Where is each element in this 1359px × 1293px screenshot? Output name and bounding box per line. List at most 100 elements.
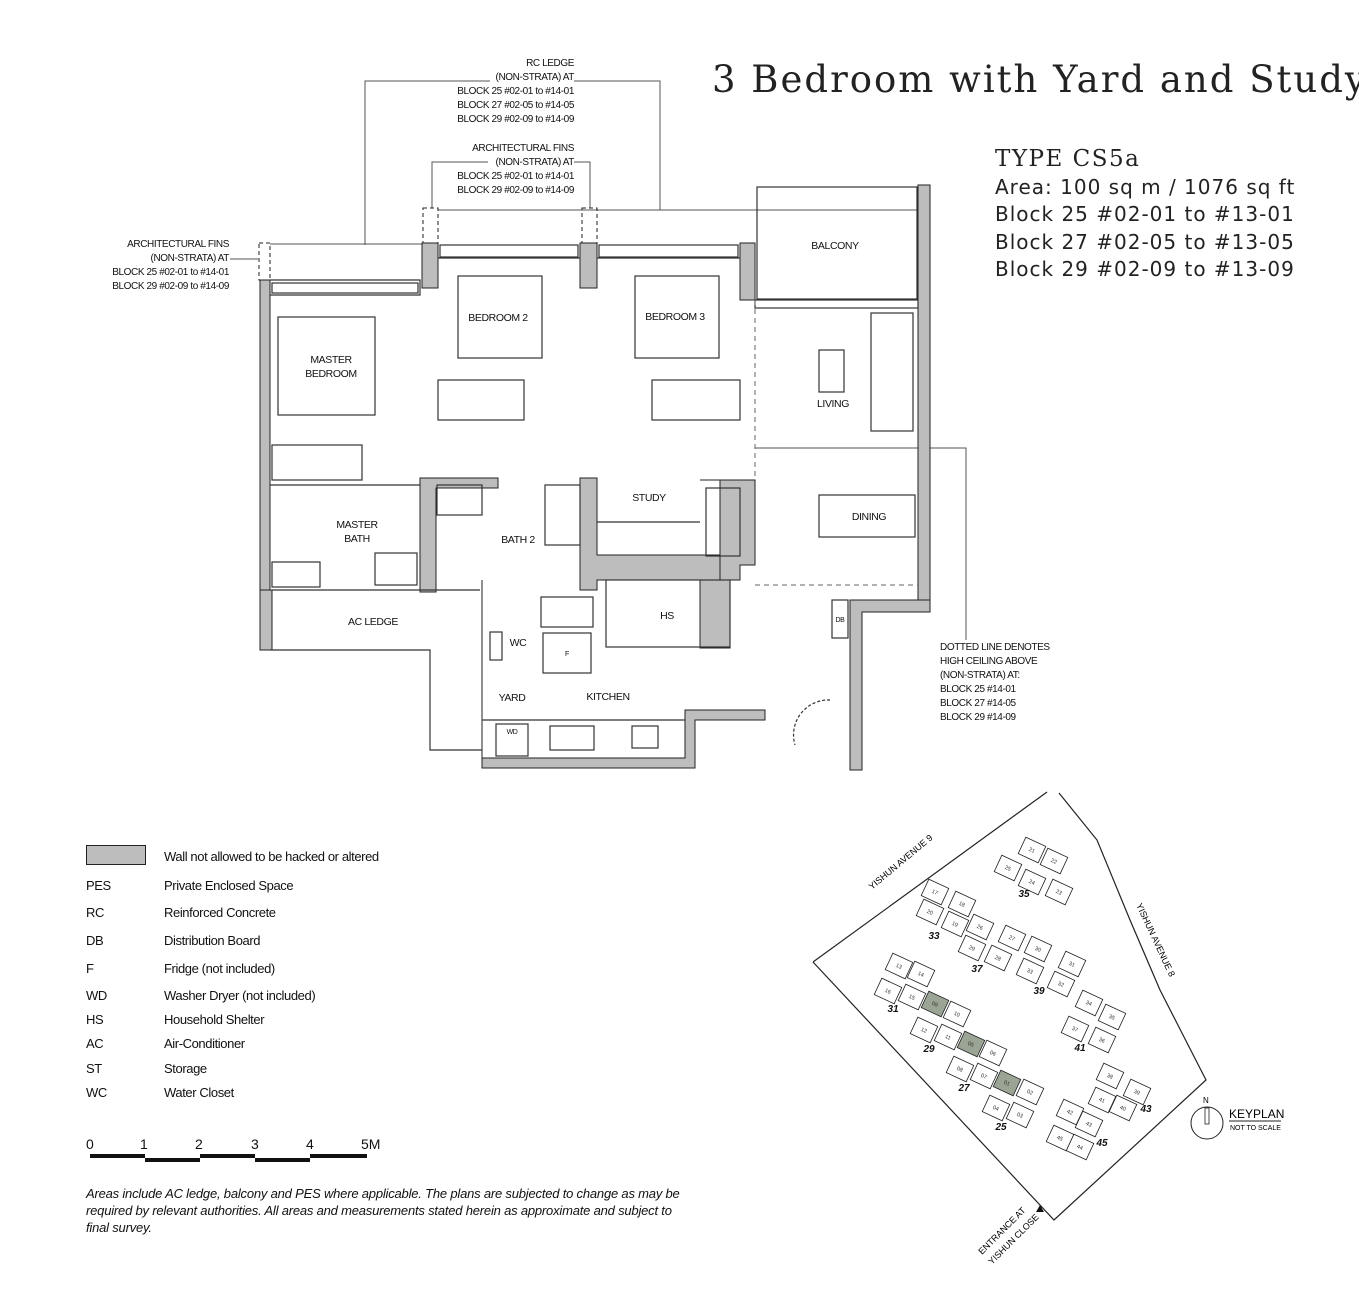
scale-bar: 0 1 2 3 4 5M xyxy=(86,1136,380,1162)
keyplan-unit-label: 27 xyxy=(1008,935,1016,943)
legend-label: Distribution Board xyxy=(164,933,261,948)
keyplan-unit-label: 17 xyxy=(931,889,939,897)
legend-key: RC xyxy=(86,905,104,920)
keyplan-unit-label: 09 xyxy=(931,1001,939,1009)
keyplan-unit: 28 xyxy=(983,944,1013,972)
keyplan-unit-shape xyxy=(920,878,950,906)
legend-key: AC xyxy=(86,1036,104,1051)
keyplan-block-label: 43 xyxy=(1139,1104,1152,1115)
keyplan-unit: 45 xyxy=(1045,1124,1075,1152)
keyplan-unit-label: 41 xyxy=(1098,1097,1106,1105)
keyplan-unit-shape xyxy=(945,1055,975,1083)
keyplan-unit-label: 35 xyxy=(1108,1014,1116,1022)
keyplan-unit: 19 xyxy=(940,910,970,938)
keyplan-unit-label: 12 xyxy=(920,1027,928,1035)
keyplan-unit-label: 25 xyxy=(1004,865,1012,873)
room-label-study: STUDY xyxy=(632,492,666,504)
keyplan-unit-label: 43 xyxy=(1085,1121,1093,1129)
legend-label: Air-Conditioner xyxy=(164,1036,245,1051)
legend-key: HS xyxy=(86,1012,104,1027)
legend-key: F xyxy=(86,961,94,976)
keyplan-unit-shape xyxy=(1046,970,1076,998)
keyplan-unit: 16 xyxy=(873,977,903,1005)
keyplan-unit-shape xyxy=(1074,989,1104,1017)
keyplan-subtitle: NOT TO SCALE xyxy=(1230,1125,1281,1132)
keyplan-unit: 12 xyxy=(909,1016,939,1044)
keyplan-unit-shape xyxy=(947,890,977,918)
note-line: (NON-STRATA) AT xyxy=(150,253,230,264)
keyplan-unit-label: 02 xyxy=(1026,1089,1034,1097)
keyplan-unit: 24 xyxy=(1017,868,1047,896)
keyplan-unit-label: 24 xyxy=(1028,879,1036,887)
keyplan-unit-shape xyxy=(906,960,936,988)
keyplan-unit: 31 xyxy=(1057,950,1087,978)
keyplan-unit-label: 04 xyxy=(992,1105,1000,1113)
leader-lines xyxy=(230,80,967,640)
note-line: DOTTED LINE DENOTES xyxy=(940,642,1050,653)
keyplan-unit-shape xyxy=(957,934,987,962)
keyplan-unit-label: 20 xyxy=(926,909,934,917)
keyplan-unit-label: 21 xyxy=(1028,847,1036,855)
keyplan-unit-shape xyxy=(978,1039,1008,1067)
high-ceiling-dotted-line xyxy=(754,300,918,586)
entrance-arrow-icon xyxy=(1036,1205,1044,1212)
keyplan-unit: 22 xyxy=(1039,847,1069,875)
room-label-master-bedroom: MASTER xyxy=(310,354,352,366)
scale-tick: 2 xyxy=(195,1136,203,1152)
road-label-avenue8: YISHUN AVENUE 8 xyxy=(1134,902,1177,979)
room-label-bedroom3: BEDROOM 3 xyxy=(645,311,705,323)
keyplan-unit-label: 38 xyxy=(1106,1073,1114,1081)
legend-label: Private Enclosed Space xyxy=(164,878,294,893)
keyplan-unit: 02 xyxy=(1015,1078,1045,1106)
keyplan-unit: 07 xyxy=(969,1062,999,1090)
keyplan-unit-label: 07 xyxy=(980,1073,988,1081)
plan-title: 3 Bedroom with Yard and Study xyxy=(712,58,1359,101)
keyplan-unit-shape xyxy=(942,1000,972,1028)
room-label-master-bath: MASTER xyxy=(336,519,378,531)
legend-key: WC xyxy=(86,1085,107,1100)
keyplan-unit: 29 xyxy=(957,934,987,962)
room-label-master-bedroom: BEDROOM xyxy=(305,368,356,380)
keyplan-block-label: 41 xyxy=(1073,1043,1086,1054)
keyplan-unit-label: 34 xyxy=(1085,1000,1093,1008)
unit-area: Area: 100 sq m / 1076 sq ft xyxy=(995,174,1296,199)
keyplan-unit: 11 xyxy=(933,1023,963,1051)
keyplan-title: KEYPLAN xyxy=(1229,1107,1284,1121)
keyplan-unit-shape xyxy=(993,854,1023,882)
keyplan-block-label: 25 xyxy=(994,1122,1007,1133)
interior-lines xyxy=(270,186,919,757)
note-line: (NON-STRATA) AT xyxy=(495,72,575,83)
keyplan-block-label: 35 xyxy=(1018,889,1030,900)
keyplan-block-label: 33 xyxy=(928,931,940,942)
keyplan-unit: 43 xyxy=(1074,1110,1104,1138)
keyplan-unit-label: 14 xyxy=(917,971,925,979)
keyplan-unit-shape xyxy=(983,944,1013,972)
keyplan-unit-label: 13 xyxy=(895,963,903,971)
unit-block: Block 29 #02-09 to #13-09 xyxy=(995,257,1295,281)
keyplan-unit-label: 10 xyxy=(953,1011,961,1019)
room-label-master-bath: BATH xyxy=(344,533,370,545)
keyplan-unit-shape xyxy=(1023,935,1053,963)
keyplan-unit-label: 40 xyxy=(1119,1105,1127,1113)
room-label-living: LIVING xyxy=(817,398,849,410)
keyplan-unit-label: 08 xyxy=(956,1066,964,1074)
keyplan-unit-shape xyxy=(1087,1026,1117,1054)
note-line: BLOCK 29 #14-09 xyxy=(940,712,1016,723)
fins-top-note: ARCHITECTURAL FINS (NON-STRATA) AT BLOCK… xyxy=(420,142,574,198)
note-line: BLOCK 27 #14-05 xyxy=(940,698,1016,709)
room-label-hs: HS xyxy=(660,610,674,622)
room-label-dining: DINING xyxy=(852,511,887,523)
keyplan-unit-shape xyxy=(1087,1086,1117,1114)
keyplan-unit: 37 xyxy=(1060,1015,1090,1043)
room-label-wc: WC xyxy=(510,637,528,649)
keyplan-unit-label: 11 xyxy=(944,1034,952,1042)
keyplan-unit: 20 xyxy=(915,898,945,926)
keyplan-unit-label: 39 xyxy=(1133,1089,1141,1097)
keyplan-unit: 30 xyxy=(1023,935,1053,963)
note-line: BLOCK 27 #02-05 to #14-05 xyxy=(457,100,574,111)
keyplan-unit-shape xyxy=(1017,836,1047,864)
keyplan-unit: 06 xyxy=(978,1039,1008,1067)
scale-tick: 5M xyxy=(361,1136,380,1152)
high-ceiling-note: DOTTED LINE DENOTES HIGH CEILING ABOVE (… xyxy=(940,641,1100,725)
